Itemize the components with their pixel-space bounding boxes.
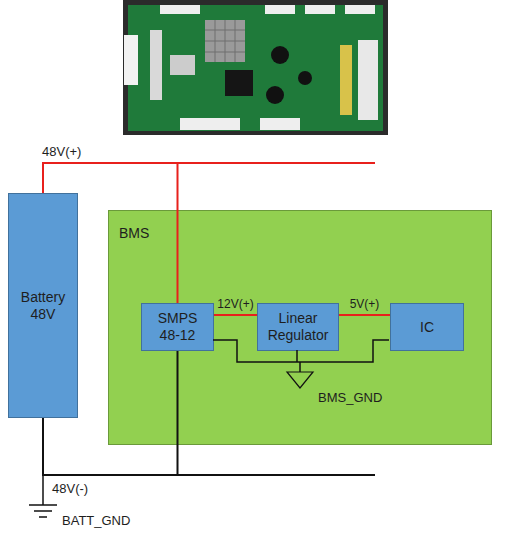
block-box: Battery 48V (8, 193, 78, 418)
pcb-inductor (266, 86, 284, 104)
pcb-pin-row (150, 30, 162, 100)
pcb-connector (160, 5, 200, 14)
block-box: IC (390, 303, 464, 351)
pcb-component (170, 55, 195, 75)
signal-label: 48V(+) (42, 144, 81, 159)
pcb-chip (225, 70, 253, 96)
pcb-connector (265, 5, 295, 14)
pcb-connector (260, 118, 300, 130)
ground-wire (299, 362, 301, 372)
ground-wire (296, 350, 298, 362)
pcb-board (128, 5, 383, 131)
voltage-label: 5V(+) (350, 297, 380, 311)
box-label: SMPS 48-12 (147, 310, 208, 344)
wire-connector (43, 163, 178, 303)
wire-connector (43, 351, 178, 475)
signal-label: BATT_GND (62, 513, 130, 528)
pcb-inductor (271, 46, 289, 64)
wire-connector (214, 314, 257, 316)
box-label: Linear Regulator (263, 310, 333, 344)
signal-label: BMS_GND (318, 390, 382, 405)
pcb-inductor (298, 71, 312, 85)
ground-wire (176, 474, 375, 476)
box-label: IC (420, 319, 434, 336)
pcb-connector (180, 118, 240, 130)
signal-label: 48V(-) (52, 481, 88, 496)
pcb-heatsink (205, 20, 245, 62)
earth-symbol (34, 510, 52, 512)
bms-board: BMS SMPS 48-12 Linear Regulator IC (108, 210, 492, 445)
block-box: Linear Regulator (257, 303, 339, 351)
wire-connector (339, 314, 390, 316)
pcb-connector (305, 5, 335, 14)
earth-lead (42, 475, 44, 505)
pcb-connector (345, 5, 375, 14)
pcb-connector (124, 35, 138, 85)
earth-symbol (39, 516, 47, 518)
heatsink-grid (205, 20, 245, 62)
pcb-connector (340, 45, 352, 115)
pcb-connector (358, 40, 378, 120)
block-box: SMPS 48-12 (141, 303, 214, 351)
ground-symbol (287, 372, 313, 388)
voltage-label: 12V(+) (217, 297, 253, 311)
power-wire (176, 162, 375, 164)
photo-background (123, 0, 388, 135)
ground-bus (213, 340, 389, 362)
earth-symbol (29, 504, 57, 506)
board-heading: BMS (119, 225, 149, 242)
box-label: Battery 48V (14, 289, 72, 323)
